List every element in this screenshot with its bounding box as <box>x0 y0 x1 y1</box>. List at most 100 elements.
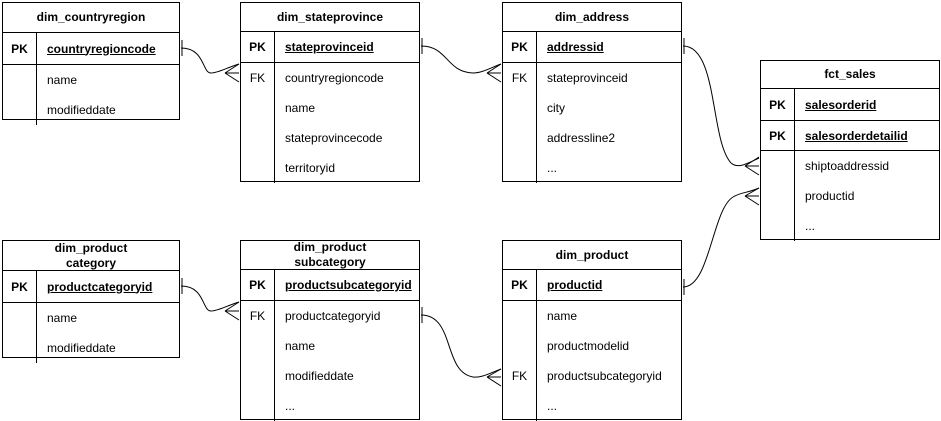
attr-key <box>241 93 274 123</box>
attr-key <box>241 123 274 153</box>
pk-row[interactable]: PK stateprovinceid <box>241 32 419 63</box>
pk-label: PK <box>503 270 537 300</box>
entity-title: dim_product <box>503 241 681 270</box>
crowfoot-icon <box>224 72 240 83</box>
attribute-group: shiptoaddressid productid ... <box>761 151 939 241</box>
pk-row[interactable]: PK countryregioncode <box>3 33 179 65</box>
pk-name: productid <box>547 278 603 292</box>
attr-name: productsubcategoryid <box>547 369 662 383</box>
pk-label: PK <box>3 33 37 64</box>
attr-name: countryregioncode <box>285 71 384 85</box>
crowfoot-icon <box>486 368 502 378</box>
entity-title-line1: dim_product <box>54 240 128 255</box>
attr-name: stateprovinceid <box>547 71 628 85</box>
attribute-name-column: stateprovinceid city addressline2 ... <box>537 63 681 183</box>
entity-title: dim_countryregion <box>3 3 179 33</box>
attr-key <box>761 151 794 181</box>
pk-row[interactable]: PK productsubcategoryid <box>241 270 419 301</box>
attribute-group: name modifieddate <box>3 303 179 363</box>
entity-title: dim_product subcategory <box>241 240 419 270</box>
crowfoot-icon <box>224 63 240 74</box>
pk-name: salesorderid <box>805 97 877 112</box>
crowfoot-icon <box>224 301 240 312</box>
attr-key <box>241 153 274 183</box>
attribute-key-column: FK <box>241 63 275 183</box>
attr-key <box>3 333 36 363</box>
pk-row[interactable]: PK salesorderdetailid <box>761 121 939 151</box>
attribute-key-column <box>3 65 37 125</box>
entity-fct-sales[interactable]: fct_sales PK salesorderid PK salesorderd… <box>760 60 940 241</box>
pk-name: addressid <box>547 40 604 54</box>
attr-name: modifieddate <box>47 103 116 117</box>
attr-name: addressline2 <box>547 131 616 145</box>
pk-name: stateprovinceid <box>285 40 374 54</box>
crowfoot-icon <box>744 187 760 197</box>
crowfoot-icon <box>744 195 760 206</box>
attribute-name-column: name productmodelid productsubcategoryid… <box>537 301 681 421</box>
pk-row[interactable]: PK productcategoryid <box>3 271 179 303</box>
attr-key <box>761 211 794 241</box>
attr-key <box>3 303 36 333</box>
pk-label: PK <box>503 32 537 62</box>
attribute-name-column: productcategoryid name modifieddate ... <box>275 301 419 421</box>
attribute-name-column: name modifieddate <box>37 65 179 125</box>
entity-title-line1: dim_product <box>555 247 629 262</box>
entity-title-line2: category <box>65 255 117 270</box>
crowfoot-icon <box>744 165 760 176</box>
crowfoot-icon <box>486 63 502 74</box>
attr-name: city <box>547 101 565 115</box>
attr-key: FK <box>249 71 266 85</box>
entity-dim-productsubcategory[interactable]: dim_product subcategory PK productsubcat… <box>240 240 420 421</box>
attr-name: name <box>47 311 78 325</box>
pk-label: PK <box>241 32 275 62</box>
attr-name: ... <box>805 219 816 233</box>
attr-key <box>3 65 36 95</box>
attribute-group: FK name productmodelid productsubcategor… <box>503 301 681 421</box>
attr-key <box>241 361 274 391</box>
entity-title: dim_stateprovince <box>241 3 419 32</box>
attribute-name-column: shiptoaddressid productid ... <box>795 151 939 241</box>
crowfoot-icon <box>224 310 240 321</box>
attr-key: FK <box>511 71 528 85</box>
relationship-subcategory-product <box>420 307 502 387</box>
crowfoot-icon <box>486 72 502 83</box>
pk-row[interactable]: PK addressid <box>503 32 681 63</box>
entity-title: fct_sales <box>761 61 939 89</box>
attr-name: ... <box>285 399 296 413</box>
relationship-productcategory-subcategory <box>180 278 240 321</box>
attr-key <box>503 93 536 123</box>
entity-title-line1: dim_countryregion <box>36 10 146 24</box>
pk-label: PK <box>3 271 37 302</box>
attr-name: productid <box>805 189 855 203</box>
pk-row[interactable]: PK salesorderid <box>761 89 939 121</box>
attribute-key-column <box>761 151 795 241</box>
pk-row[interactable]: PK productid <box>503 270 681 301</box>
attr-key: FK <box>511 369 528 383</box>
entity-title: dim_product category <box>3 241 179 271</box>
relationship-product-fctsales <box>682 187 760 295</box>
attr-key <box>241 331 274 361</box>
relationship-countryregion-stateprovince <box>180 40 240 83</box>
pk-name: productcategoryid <box>47 279 153 294</box>
attr-name: ... <box>547 161 558 175</box>
attr-name: territoryid <box>285 161 336 175</box>
entity-dim-product[interactable]: dim_product PK productid FK name product… <box>502 240 682 421</box>
entity-dim-productcategory[interactable]: dim_product category PK productcategoryi… <box>2 240 180 363</box>
entity-dim-stateprovince[interactable]: dim_stateprovince PK stateprovinceid FK … <box>240 2 420 183</box>
attribute-key-column <box>3 303 37 363</box>
pk-label: PK <box>761 121 795 150</box>
crowfoot-icon <box>486 376 502 387</box>
attribute-key-column: FK <box>241 301 275 421</box>
entity-dim-address[interactable]: dim_address PK addressid FK stateprovinc… <box>502 2 682 183</box>
attr-name: productcategoryid <box>285 309 381 323</box>
attr-name: productmodelid <box>547 339 630 353</box>
entity-dim-countryregion[interactable]: dim_countryregion PK countryregioncode n… <box>2 2 180 125</box>
pk-label: PK <box>761 89 795 120</box>
attr-key <box>241 391 274 421</box>
attribute-group: FK productcategoryid name modifieddate .… <box>241 301 419 421</box>
attr-name: modifieddate <box>285 369 354 383</box>
pk-name: salesorderdetailid <box>805 128 908 143</box>
attribute-group: FK countryregioncode name stateprovincec… <box>241 63 419 183</box>
attr-key <box>503 123 536 153</box>
